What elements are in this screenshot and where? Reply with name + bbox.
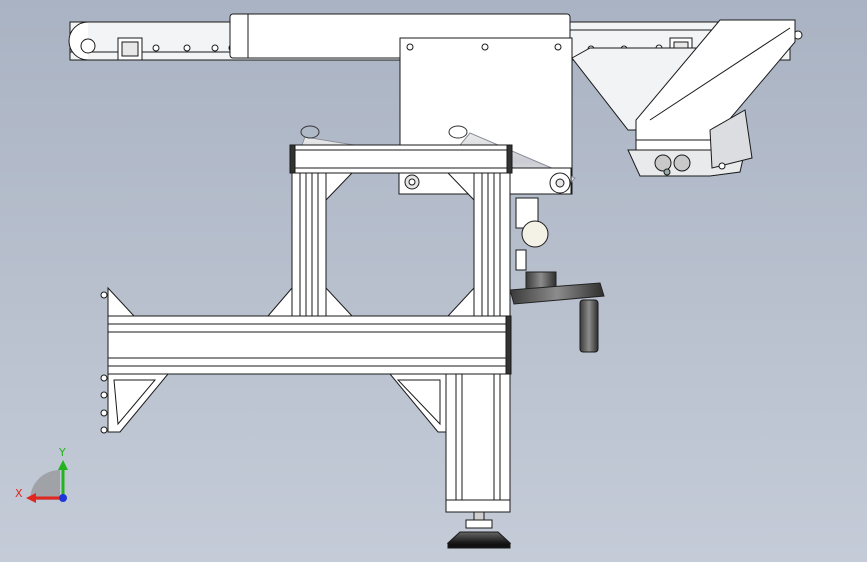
- lower-left-gusset: [107, 373, 170, 433]
- handwheel: [509, 197, 605, 353]
- belt-guard: [571, 19, 796, 177]
- handwheel-handle: [579, 299, 599, 353]
- left-column: [291, 172, 327, 317]
- x-arrowhead: [26, 493, 36, 503]
- right-column: [473, 172, 511, 317]
- y-arrowhead: [58, 460, 68, 470]
- top-crossbeam: [289, 144, 513, 174]
- coordinate-triad: Y X: [15, 446, 68, 503]
- upper-frame: [107, 144, 513, 317]
- main-beam: [100, 291, 512, 434]
- z-axis-dot: [59, 494, 67, 502]
- y-axis-label: Y: [58, 446, 66, 459]
- leveling-foot: [446, 531, 512, 544]
- lower-right-gusset: [388, 373, 447, 433]
- support-leg: [445, 373, 512, 549]
- drive-pulley: [80, 38, 96, 54]
- x-axis-label: X: [15, 487, 23, 500]
